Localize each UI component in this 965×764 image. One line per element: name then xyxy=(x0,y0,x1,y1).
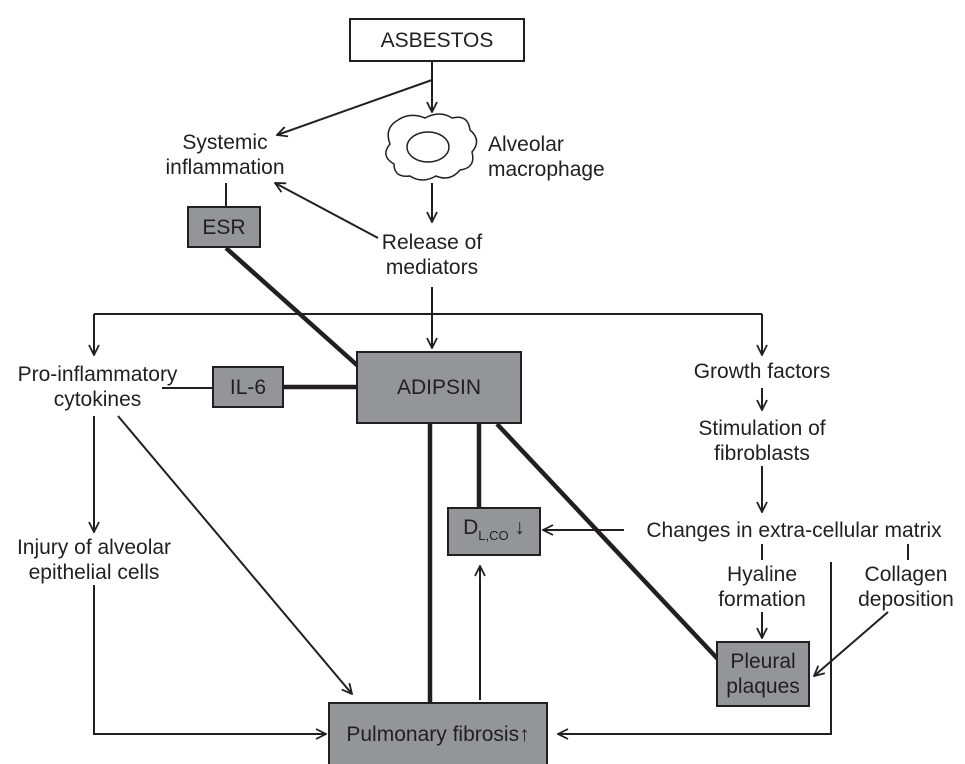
stimulation-of-fibroblasts-label: Stimulation of fibroblasts xyxy=(677,416,847,466)
stimulation-of-fibroblasts-line1: Stimulation of xyxy=(698,417,826,440)
alveolar-macrophage-line2: macrophage xyxy=(488,158,605,181)
dlco-box: DL,CO ↓ xyxy=(447,507,541,556)
dlco-down-arrow-icon: ↓ xyxy=(514,516,525,539)
alveolar-macrophage-line1: Alveolar xyxy=(488,133,564,156)
growth-factors-label: Growth factors xyxy=(672,359,852,384)
pulmonary-fibrosis-box: Pulmonary fibrosis↑ xyxy=(328,702,548,764)
pro-inflammatory-cytokines-line2: cytokines xyxy=(53,388,142,411)
pulmonary-fibrosis-up-arrow-icon: ↑ xyxy=(519,722,530,746)
changes-in-ecm-line: Changes in extra-cellular matrix xyxy=(646,519,942,542)
injury-line1: Injury of alveolar xyxy=(16,536,172,559)
hyaline-formation-label: Hyaline formation xyxy=(702,562,822,612)
alveolar-macrophage-label: Alveolar macrophage xyxy=(488,132,605,182)
changes-to-fibrosis-arrow xyxy=(558,562,832,734)
injury-to-fibrosis-arrow xyxy=(93,585,326,734)
adipsin-box: ADIPSIN xyxy=(356,351,522,424)
esr-label: ESR xyxy=(202,215,246,239)
pro-inflammatory-cytokines-line1: Pro-inflammatory xyxy=(17,363,178,386)
injury-line2: epithelial cells xyxy=(28,561,160,584)
systemic-inflammation-label: Systemic inflammation xyxy=(150,130,300,180)
collagen-deposition-line1: Collagen xyxy=(864,563,948,586)
release-of-mediators-line1: Release of xyxy=(381,231,483,254)
release-of-mediators-label: Release of mediators xyxy=(362,230,502,280)
changes-in-extracellular-matrix-label: Changes in extra-cellular matrix xyxy=(626,518,962,543)
release-of-mediators-line2: mediators xyxy=(385,256,479,279)
collagen-deposition-line2: deposition xyxy=(858,588,954,611)
stimulation-of-fibroblasts-line2: fibroblasts xyxy=(714,442,810,465)
systemic-inflammation-line2: inflammation xyxy=(165,156,285,179)
macrophage-nucleus-shape xyxy=(406,131,450,163)
pleural-plaques-line1: Pleural xyxy=(730,650,796,673)
adipsin-plaques-association-line xyxy=(495,422,732,674)
collagen-to-plaques-arrow xyxy=(814,611,889,676)
systemic-inflammation-line1: Systemic xyxy=(182,131,268,154)
cytokines-to-fibrosis-arrow xyxy=(117,415,352,694)
injury-of-alveolar-epithelial-cells-label: Injury of alveolar epithelial cells xyxy=(4,535,184,585)
hyaline-formation-line1: Hyaline xyxy=(726,563,798,586)
adipsin-label: ADIPSIN xyxy=(396,376,482,399)
asbestos-to-systemic-arrow xyxy=(277,79,433,135)
dlco-subscript: L,CO xyxy=(478,528,509,543)
dlco-main-text: D xyxy=(463,516,479,539)
macrophage-cell-shape xyxy=(385,113,478,181)
pleural-plaques-box: Pleural plaques xyxy=(716,641,810,707)
pro-inflammatory-cytokines-label: Pro-inflammatory cytokines xyxy=(10,362,185,412)
dlco-label: DL,CO ↓ xyxy=(463,515,525,548)
esr-adipsin-association-line xyxy=(224,246,360,368)
asbestos-label: ASBESTOS xyxy=(380,28,494,52)
pulmonary-fibrosis-text: Pulmonary fibrosis xyxy=(346,722,520,746)
il6-box: IL-6 xyxy=(212,366,284,408)
collagen-deposition-label: Collagen deposition xyxy=(848,562,964,612)
pulmonary-fibrosis-label: Pulmonary fibrosis↑ xyxy=(346,722,529,747)
pleural-plaques-line2: plaques xyxy=(726,675,800,698)
il6-label: IL-6 xyxy=(229,375,267,399)
esr-box: ESR xyxy=(187,206,261,248)
asbestos-box: ASBESTOS xyxy=(349,18,525,62)
hyaline-formation-line2: formation xyxy=(718,588,806,611)
growth-factors-line: Growth factors xyxy=(693,360,831,383)
release-to-systemic-arrow xyxy=(275,183,379,239)
